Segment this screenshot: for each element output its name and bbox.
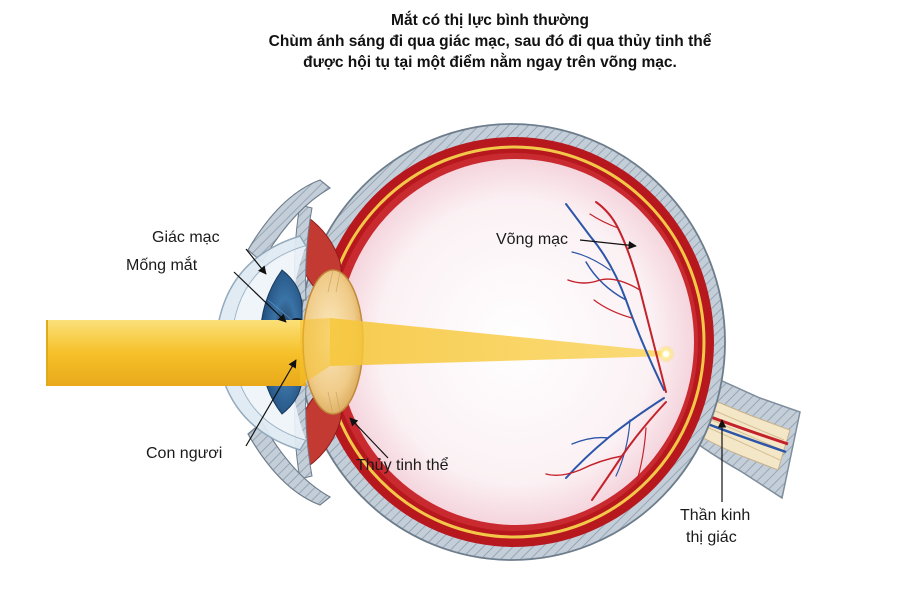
label-pointers [233,239,727,502]
label-optic-nerve-line-1: Thần kinh [680,507,751,524]
pointer-iris [233,271,287,323]
label-optic-nerve-line-2: thị giác [686,529,737,546]
title-line-2: Chùm ánh sáng đi qua giác mạc, sau đó đi… [268,33,712,50]
pointer-lens [349,417,389,459]
label-pupil: Con ngươi [146,445,223,462]
label-iris: Mống mắt [126,257,198,274]
title-line-1: Mắt có thị lực bình thường [391,12,589,29]
incoming-light-beam [46,320,306,386]
label-lens: Thủy tinh thể [356,457,449,474]
pointer-pupil [245,359,297,447]
pointer-retina [579,239,637,250]
label-cornea: Giác mạc [152,229,220,246]
retinal-blood-vessels [545,201,667,501]
pointer-cornea [245,248,267,275]
label-retina: Võng mạc [496,231,569,248]
title-line-3: được hội tụ tại một điểm nằm ngay trên v… [303,54,677,71]
focused-light-cone [330,318,668,366]
